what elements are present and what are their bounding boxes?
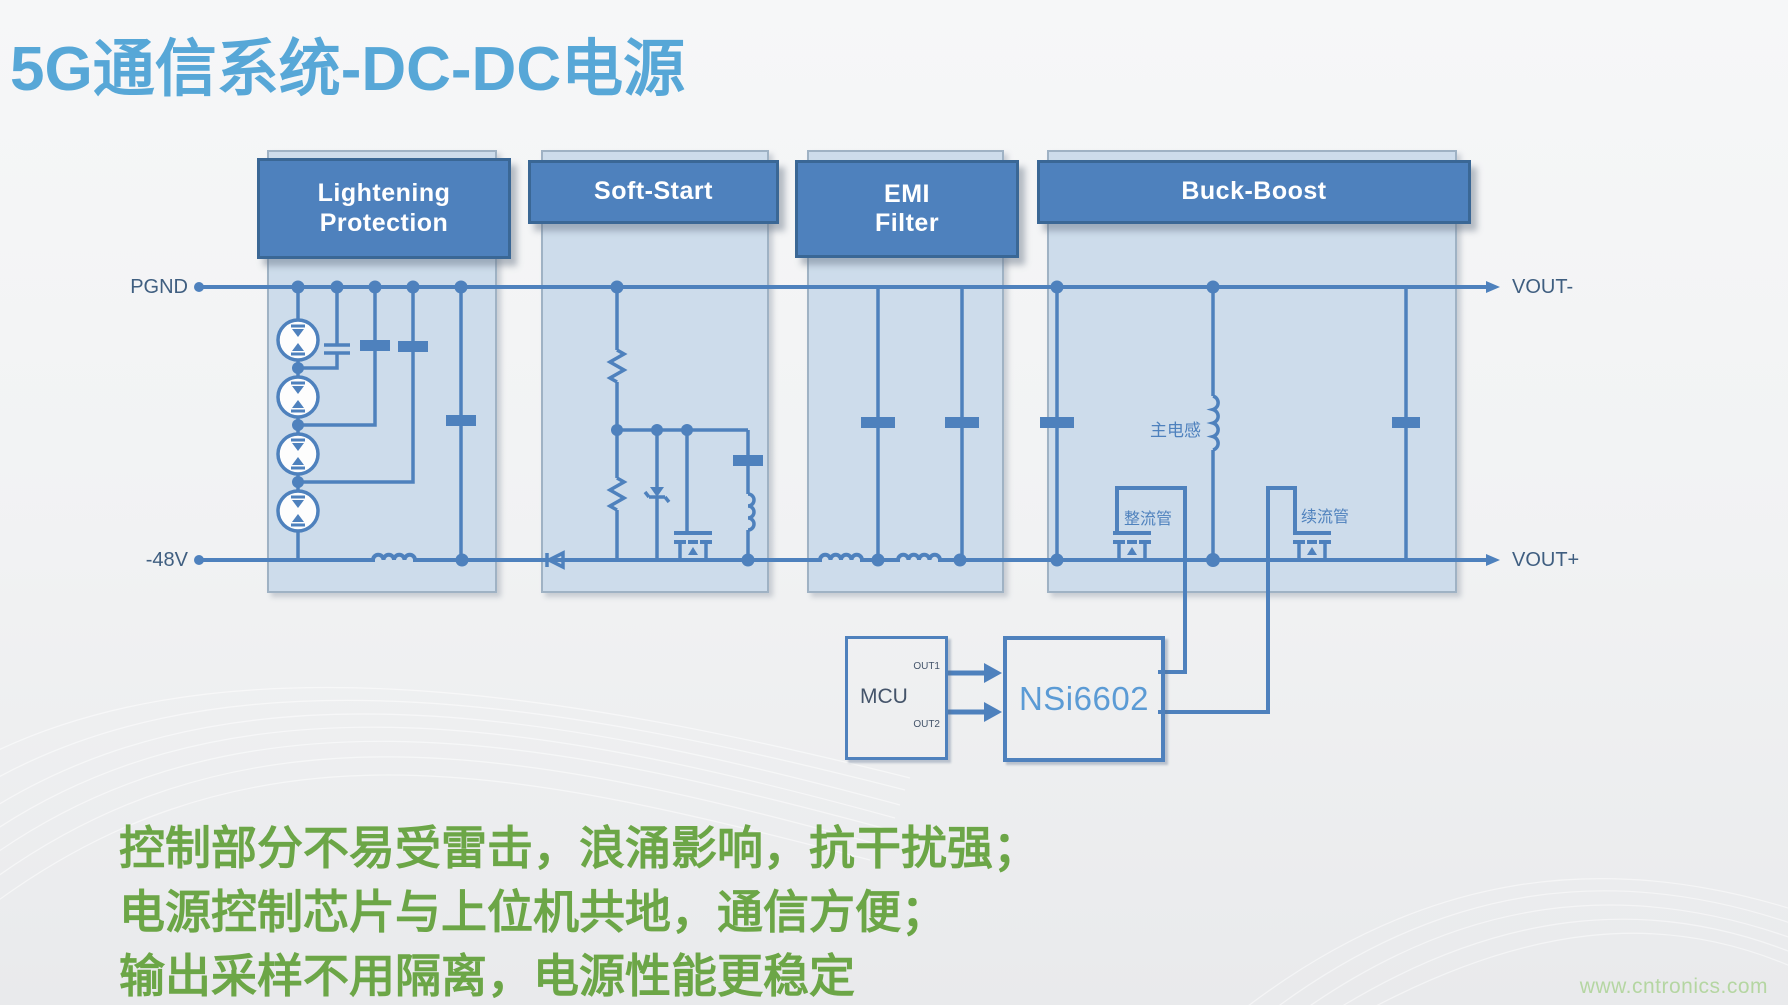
arrow-head-out2: [984, 702, 1002, 722]
isolator-label: NSi6602: [1018, 680, 1150, 717]
bullet-line-2: 电源控制芯片与上位机共地，通信方便；: [119, 886, 947, 938]
mcu-pin-out1: OUT1: [913, 661, 940, 672]
label-pgnd: PGND: [130, 276, 188, 298]
header-line: EMI: [884, 179, 930, 208]
header-emi-filter: EMI Filter: [795, 160, 1019, 258]
label-vout-plus: VOUT+: [1512, 549, 1580, 571]
header-line: Protection: [319, 208, 449, 237]
bullet-line-3: 输出采样不用隔离，电源性能更稳定: [119, 950, 855, 1002]
header-soft-start: Soft-Start: [528, 160, 779, 224]
mcu-block: MCU OUT1 OUT2: [845, 636, 948, 760]
label-main-inductor: 主电感: [1150, 421, 1201, 440]
header-lightening-protection: Lightening Protection: [257, 158, 511, 259]
arrow-head-out1: [984, 663, 1002, 683]
mcu-arrows: [945, 670, 984, 715]
label-freewheel: 续流管: [1301, 509, 1350, 526]
header-buck-boost: Buck-Boost: [1037, 160, 1471, 224]
label-rectifier: 整流管: [1124, 511, 1173, 528]
label-vout-minus: VOUT-: [1512, 276, 1574, 298]
bullet-list: 控制部分不易受雷击，浪涌影响，抗干扰强； 电源控制芯片与上位机共地，通信方便； …: [119, 816, 1039, 1005]
header-line: Buck-Boost: [1181, 177, 1327, 206]
bullet-line-1: 控制部分不易受雷击，浪涌影响，抗干扰强；: [119, 822, 1039, 874]
isolator-block: NSi6602: [1003, 636, 1165, 762]
watermark: www.cntronics.com: [1579, 975, 1768, 998]
header-line: Soft-Start: [594, 177, 713, 206]
label-neg48v: -48V: [145, 549, 188, 571]
page-title: 5G通信系统-DC-DC电源: [10, 35, 686, 104]
header-line: Filter: [874, 209, 940, 237]
mcu-label: MCU: [860, 685, 908, 708]
header-line: Lightening: [317, 179, 451, 207]
mcu-pin-out2: OUT2: [913, 719, 940, 730]
